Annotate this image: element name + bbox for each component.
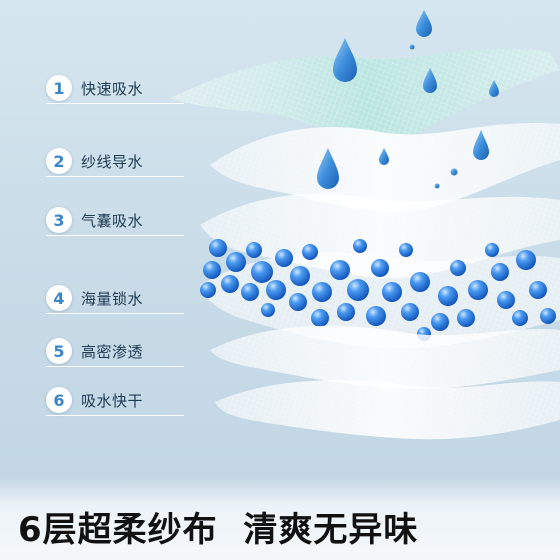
footer-band: [0, 476, 560, 560]
layer-item-1: 1 快速吸水: [46, 73, 143, 103]
layer-label: 吸水快干: [81, 391, 144, 410]
layer-divider: [46, 103, 184, 104]
absorbent-bead-icon: [200, 239, 556, 341]
footer-headline-primary: 6层超柔纱布: [18, 510, 218, 550]
layer-number-badge: 5: [46, 338, 72, 364]
layer-label: 快速吸水: [81, 79, 144, 98]
layer-feature-list: 1 快速吸水 2 纱线导水 3 气囊吸水 4 海量锁水 5 高密渗透 6 吸水快…: [46, 0, 196, 430]
layer-item-6: 6 吸水快干: [46, 385, 143, 415]
layer-5-sheet: [210, 325, 560, 389]
layer-6-sheet: [215, 380, 560, 440]
layer-item-2: 2 纱线导水: [46, 146, 143, 176]
layer-number-badge: 4: [46, 285, 72, 311]
layer-1-sheet: [170, 48, 560, 140]
layer-label: 纱线导水: [81, 152, 144, 171]
layer-number-badge: 6: [46, 387, 72, 413]
layer-item-4: 4 海量锁水: [46, 283, 143, 313]
footer-spacer: [218, 510, 244, 550]
layer-divider: [46, 176, 184, 177]
layer-divider: [46, 366, 184, 367]
layer-divider: [46, 415, 184, 416]
water-droplet-icon: [317, 10, 499, 189]
layer-divider: [46, 235, 184, 236]
layer-divider: [46, 313, 184, 314]
layer-label: 高密渗透: [81, 342, 144, 361]
footer-headline: 6层超柔纱布 清爽无异味: [18, 502, 548, 551]
layer-number-badge: 3: [46, 207, 72, 233]
layer-2-sheet: [210, 123, 560, 213]
layer-number-badge: 2: [46, 148, 72, 174]
layer-item-3: 3 气囊吸水: [46, 205, 143, 235]
layer-item-5: 5 高密渗透: [46, 336, 143, 366]
layer-label: 气囊吸水: [81, 211, 144, 230]
footer-tagline: 清爽无异味: [243, 510, 419, 550]
layer-label: 海量锁水: [81, 289, 144, 308]
layer-number-badge: 1: [46, 75, 72, 101]
